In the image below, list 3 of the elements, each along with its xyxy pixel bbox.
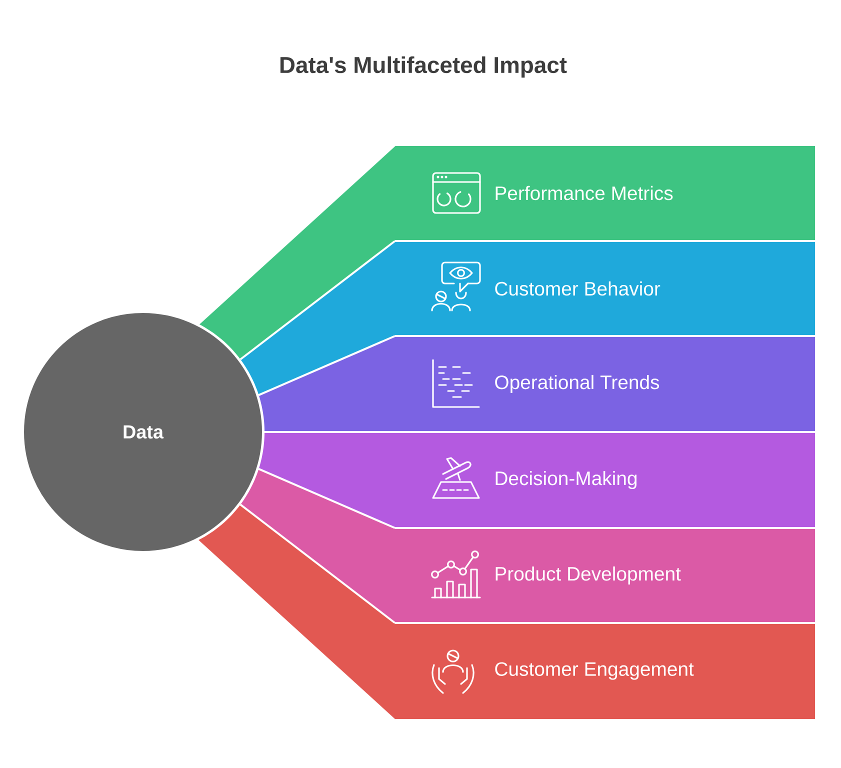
title: Data's Multifaceted Impact	[280, 56, 567, 78]
band: Decision-Making	[258, 431, 815, 528]
band: Operational Trends	[258, 335, 815, 432]
